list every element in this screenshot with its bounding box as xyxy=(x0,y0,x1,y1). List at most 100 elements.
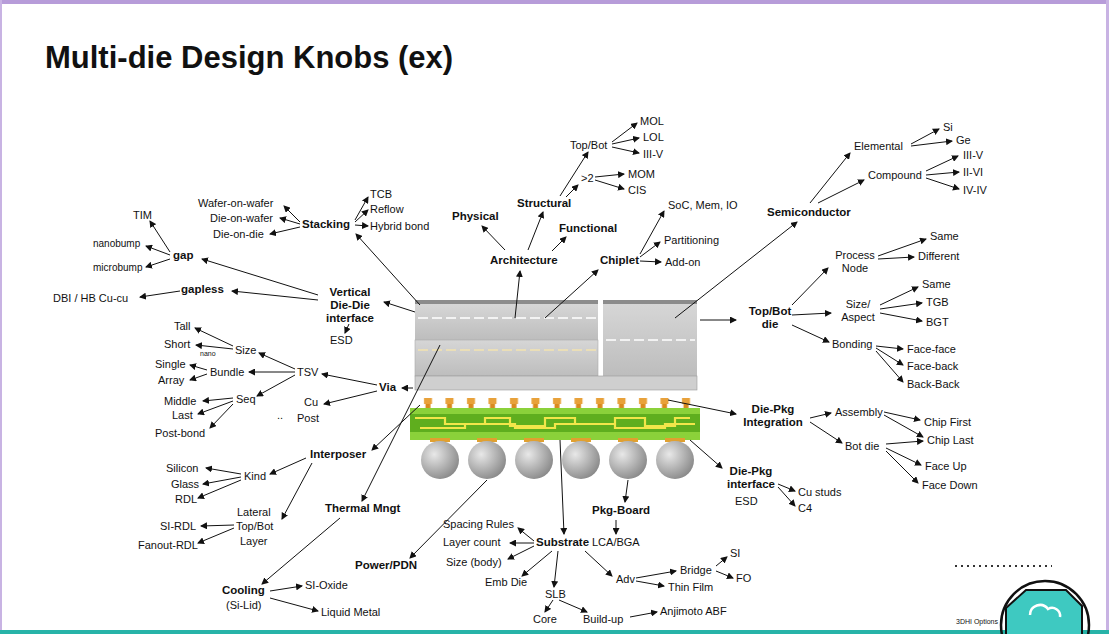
category-label: Vertical Die-Die interface xyxy=(318,286,382,326)
category-label: Chiplet xyxy=(600,254,639,267)
category-label: Semiconductor xyxy=(767,206,851,219)
option-label: Face-face xyxy=(907,343,956,356)
option-label: Reflow xyxy=(370,203,404,216)
option-label: (Si-Lid) xyxy=(226,599,261,612)
option-label: Die-on-die xyxy=(213,228,264,241)
category-label: Functional xyxy=(559,222,617,235)
option-label: BGT xyxy=(926,316,949,329)
category-label: Architecture xyxy=(490,254,558,267)
category-label: Stacking xyxy=(302,218,350,231)
option-label: SI-Oxide xyxy=(305,579,348,592)
option-label: Same xyxy=(922,278,951,291)
option-label: Core xyxy=(533,613,557,626)
option-label: nanobump xyxy=(93,238,140,250)
option-label: CIS xyxy=(628,184,646,197)
category-label: Thermal Mngt xyxy=(325,502,400,515)
option-label: Same xyxy=(930,230,959,243)
option-label: Chip Last xyxy=(927,434,973,447)
option-label: Top/Bot xyxy=(570,139,607,152)
option-label: FO xyxy=(736,572,751,585)
option-label: TCB xyxy=(370,188,392,201)
option-label: Lateral xyxy=(237,506,271,519)
option-label: Face Up xyxy=(925,460,967,473)
option-label: SI xyxy=(730,547,740,560)
option-label: ESD xyxy=(330,334,353,347)
option-label: Layer xyxy=(240,535,268,548)
option-label: Bot die xyxy=(845,440,879,453)
option-label: Size/ Aspect xyxy=(833,298,883,323)
option-label: Si xyxy=(943,121,953,134)
option-label: Emb Die xyxy=(485,576,527,589)
option-label: Array xyxy=(158,374,184,387)
option-label: .. xyxy=(277,409,283,422)
option-label: Tall xyxy=(174,320,191,333)
option-label: Spacing Rules xyxy=(443,518,514,531)
option-label: Size (body) xyxy=(446,556,502,569)
option-label: II-VI xyxy=(963,166,983,179)
option-label: Post-bond xyxy=(155,427,205,440)
option-label: Ge xyxy=(956,134,971,147)
category-label: gap xyxy=(173,249,193,262)
option-label: Liquid Metal xyxy=(321,606,380,619)
option-label: Bonding xyxy=(832,338,872,351)
option-label: MOM xyxy=(628,168,655,181)
category-label: Physical xyxy=(452,210,499,223)
option-label: Size xyxy=(235,344,256,357)
option-label: Cu studs xyxy=(798,486,841,499)
category-label: Substrate xyxy=(536,536,589,549)
category-label: Structural xyxy=(517,197,571,210)
category-label: Interposer xyxy=(310,448,366,461)
option-label: IV-IV xyxy=(963,184,987,197)
option-label: microbump xyxy=(93,262,142,274)
option-label: Last xyxy=(172,409,193,422)
option-label: SI-RDL xyxy=(160,520,196,533)
option-label: RDL xyxy=(175,493,197,506)
option-label: Thin Film xyxy=(668,581,713,594)
option-label: LCA/BGA xyxy=(592,536,640,549)
slide-title: Multi-die Design Knobs (ex) xyxy=(45,40,453,76)
option-label: Hybrid bond xyxy=(370,220,429,233)
option-label: Single xyxy=(155,358,186,371)
option-label: Silicon xyxy=(166,462,198,475)
option-label: Different xyxy=(918,250,959,263)
option-label: Short xyxy=(164,338,190,351)
option-label: LOL xyxy=(643,131,664,144)
option-label: Post xyxy=(297,412,319,425)
option-label: Bridge xyxy=(680,564,712,577)
option-label: Wafer-on-wafer xyxy=(198,197,273,210)
option-label: Build-up xyxy=(583,613,623,626)
option-label: TSV xyxy=(297,366,318,379)
category-label: Via xyxy=(379,381,396,394)
option-label: TGB xyxy=(926,296,949,309)
option-label: Face-back xyxy=(907,360,958,373)
option-label: Anjimoto ABF xyxy=(660,605,727,618)
option-label: 3DHI Options xyxy=(955,618,999,626)
option-label: Kind xyxy=(244,470,266,483)
category-label: Top/Bot die xyxy=(740,305,800,331)
option-label: III-V xyxy=(643,148,663,161)
option-label: Top/Bot xyxy=(236,520,273,533)
option-label: DBI / HB Cu-cu xyxy=(53,292,128,305)
option-label: Adv xyxy=(616,573,635,586)
category-label: Die-Pkg interface xyxy=(722,465,780,491)
option-label: Middle xyxy=(164,395,196,408)
option-label: Compound xyxy=(868,169,922,182)
option-label: Bundle xyxy=(210,366,244,379)
option-label: ESD xyxy=(735,495,758,508)
option-label: Seq xyxy=(236,393,256,406)
option-label: SoC, Mem, IO xyxy=(668,199,738,212)
option-label: C4 xyxy=(798,502,812,515)
option-label: III-V xyxy=(963,149,983,162)
option-label: Chip First xyxy=(924,416,971,429)
option-label: Cu xyxy=(304,396,318,409)
option-label: >2 xyxy=(581,172,594,185)
category-label: Cooling xyxy=(222,584,265,597)
category-label: Die-Pkg Integration xyxy=(736,403,810,429)
option-label: Process Node xyxy=(830,249,880,274)
option-label: MOL xyxy=(640,115,664,128)
category-label: gapless xyxy=(181,283,224,296)
option-label: Glass xyxy=(171,478,199,491)
option-label: SLB xyxy=(545,588,566,601)
option-label: Layer count xyxy=(443,536,500,549)
option-label: Face Down xyxy=(922,479,978,492)
